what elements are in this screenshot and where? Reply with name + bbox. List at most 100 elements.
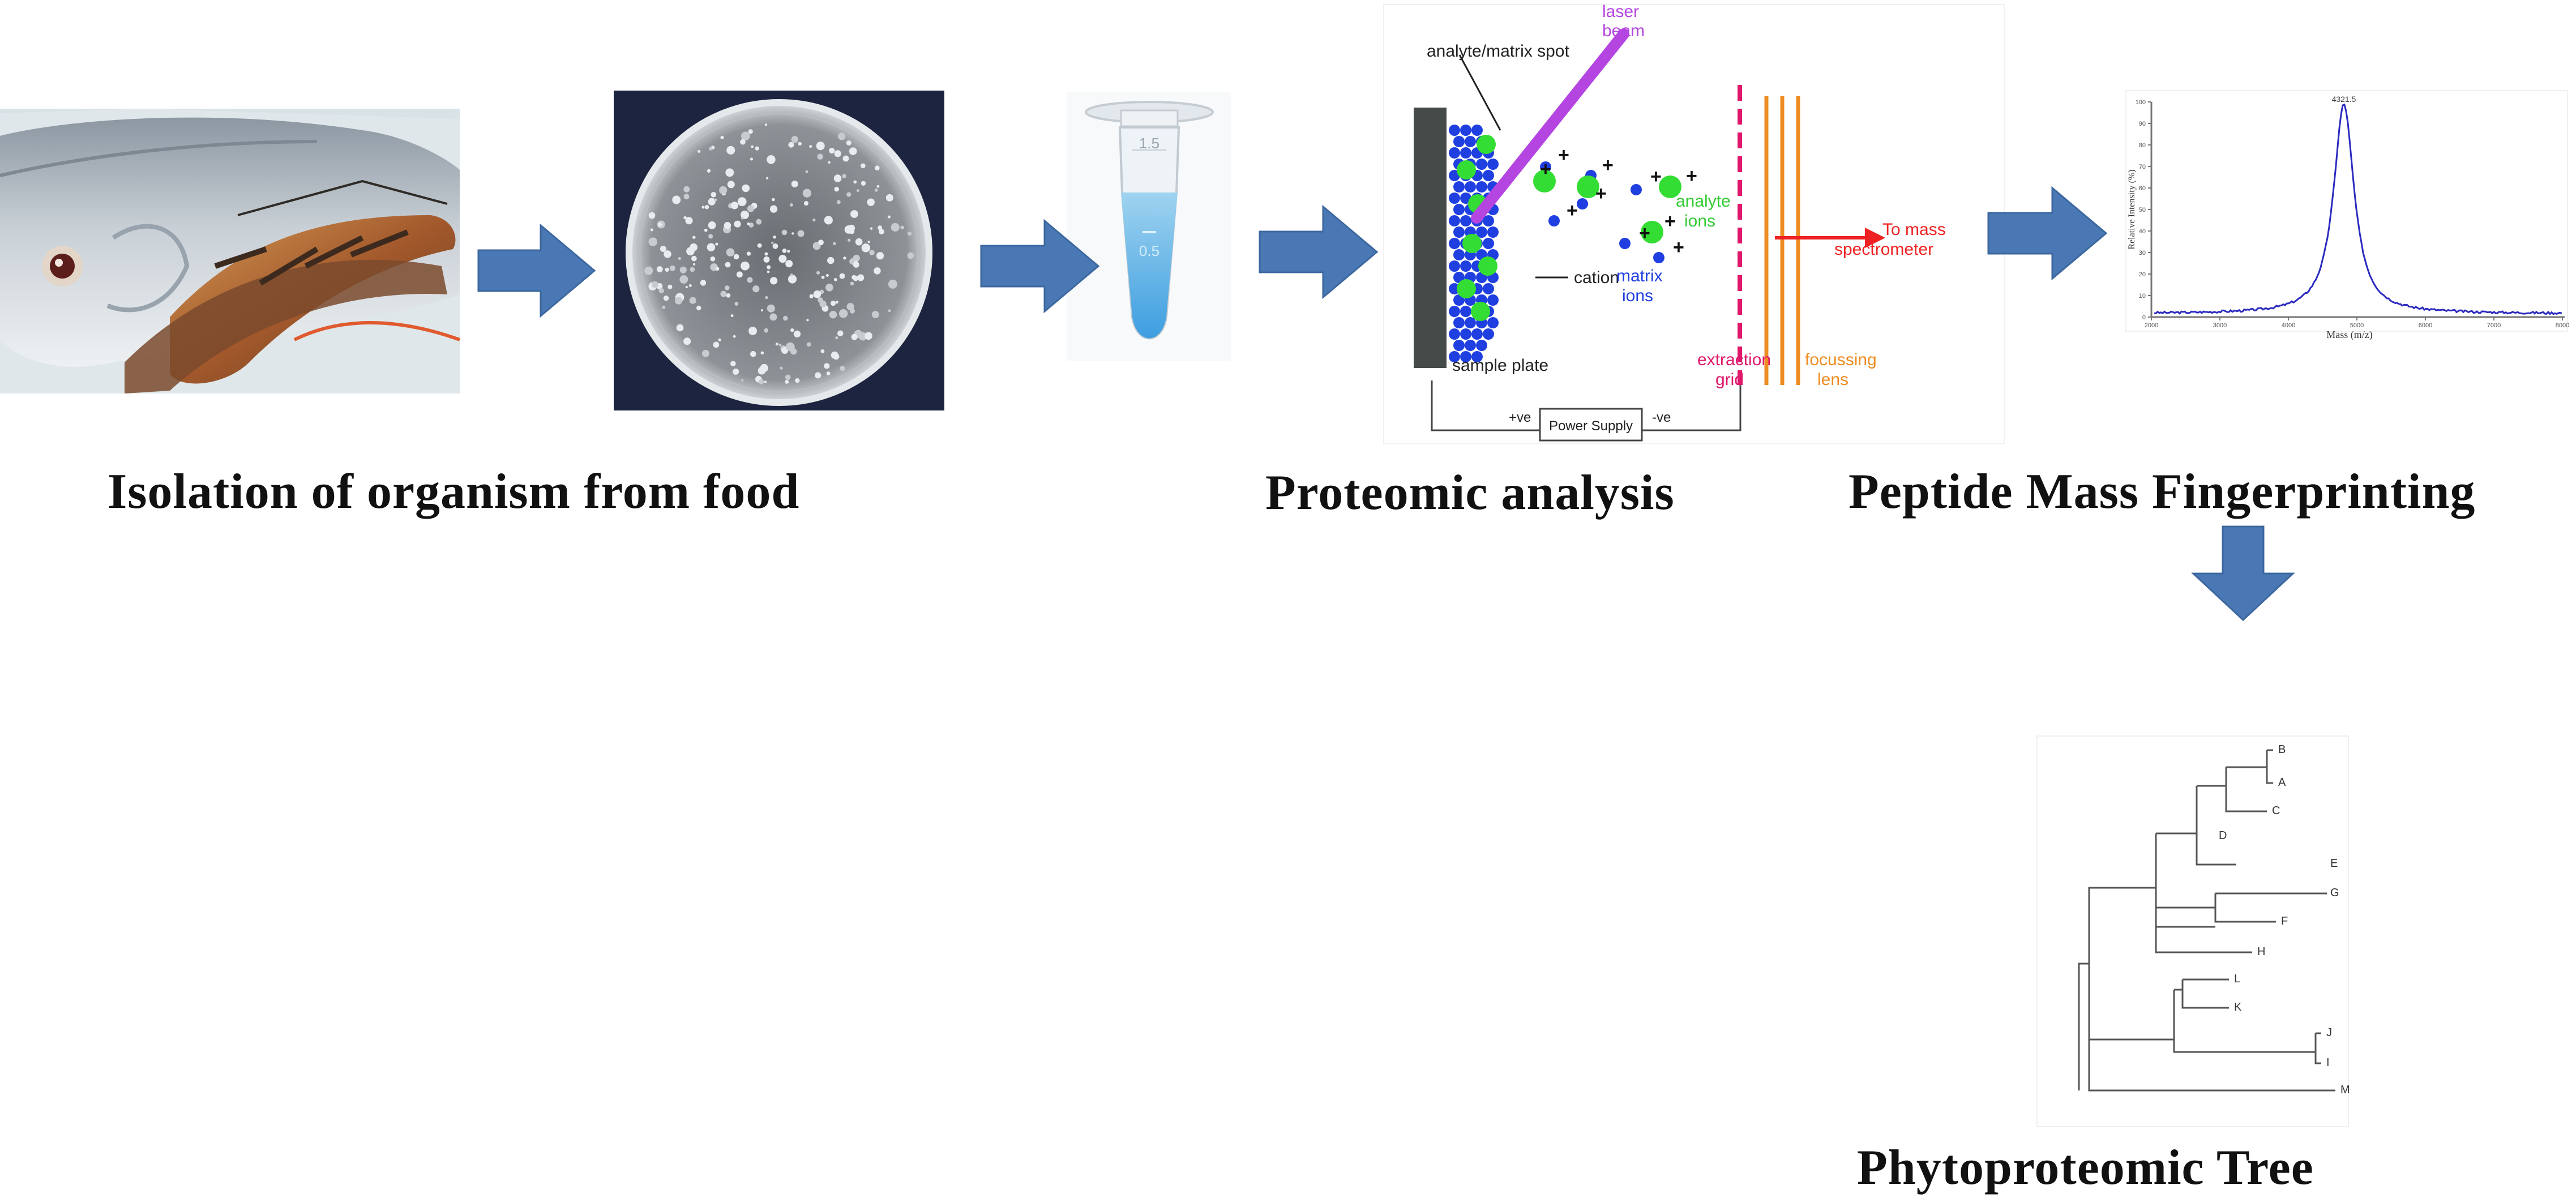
charge-plus-symbol: + — [1686, 165, 1697, 187]
colony — [778, 343, 782, 347]
analyte-ion — [1659, 176, 1681, 198]
label-cation: cation — [1574, 268, 1619, 287]
colony — [830, 301, 836, 306]
colony — [683, 194, 690, 200]
colony — [658, 288, 664, 294]
colony — [683, 337, 691, 345]
colony — [824, 363, 830, 369]
colony — [692, 299, 696, 303]
colony — [678, 256, 682, 260]
colony — [848, 224, 855, 232]
colony — [834, 186, 840, 192]
colony — [775, 343, 778, 346]
colony — [806, 342, 811, 347]
tree-leaf-f: F — [2281, 915, 2288, 927]
analyte-molecule — [1478, 256, 1497, 276]
flow-arrows — [477, 186, 2295, 622]
colony — [676, 324, 684, 332]
colony — [665, 267, 669, 272]
colony — [696, 305, 701, 311]
colony — [876, 185, 880, 188]
matrix-molecule — [1453, 136, 1465, 147]
matrix-ion — [1577, 198, 1588, 209]
x-tick-label: 6000 — [2419, 322, 2432, 329]
colony — [727, 181, 735, 189]
colony — [878, 225, 883, 230]
matrix-molecule — [1476, 159, 1487, 170]
y-tick-label: 10 — [2139, 293, 2146, 300]
colony — [769, 205, 778, 213]
power-supply — [1539, 408, 1643, 442]
colony — [856, 189, 859, 193]
colony — [648, 212, 656, 219]
colony — [751, 145, 754, 148]
tree-leaf-b: B — [2278, 743, 2286, 756]
colony — [833, 242, 836, 246]
colony — [764, 123, 768, 126]
x-tick-label: 3000 — [2213, 322, 2227, 329]
caption-phytoproteomic-tree: Phytoproteomic Tree — [1857, 1140, 2314, 1195]
colony — [907, 252, 914, 259]
colony — [771, 241, 774, 245]
colony — [688, 284, 692, 287]
colony — [660, 245, 666, 252]
colony — [707, 243, 716, 252]
colony — [783, 315, 788, 321]
colony — [683, 216, 687, 220]
colony — [861, 163, 866, 169]
petri-dish — [614, 91, 944, 410]
colony — [675, 297, 683, 305]
colony — [704, 205, 709, 209]
caption-peptide-mass-fingerprinting: Peptide Mass Fingerprinting — [1848, 464, 2476, 519]
colony — [819, 300, 827, 307]
matrix-molecule — [1487, 294, 1499, 306]
tree-leaf-k: K — [2234, 1001, 2242, 1013]
colony — [788, 142, 794, 148]
colony — [831, 351, 838, 359]
colony — [835, 300, 838, 304]
matrix-molecule — [1460, 306, 1471, 317]
colony — [734, 302, 739, 306]
tube-mark-lower: 0.5 — [1139, 242, 1159, 259]
colony — [662, 305, 666, 309]
colony — [672, 195, 681, 204]
microcentrifuge-tube: 1.5 0.5 — [1067, 92, 1231, 361]
colony — [710, 256, 716, 262]
colony — [795, 378, 800, 383]
colony — [825, 273, 829, 277]
colony — [839, 273, 845, 279]
colony — [803, 201, 809, 206]
colony — [730, 314, 734, 318]
x-tick-label: 2000 — [2145, 322, 2158, 329]
matrix-molecule — [1453, 226, 1465, 238]
colony — [767, 270, 770, 273]
colony — [785, 260, 793, 268]
colony — [829, 310, 837, 319]
colony — [701, 206, 705, 209]
matrix-molecule — [1453, 204, 1465, 215]
analyte-molecule — [1471, 302, 1490, 321]
colony — [851, 333, 858, 340]
colony — [848, 238, 851, 242]
matrix-ion — [1619, 238, 1631, 249]
label-negative: -ve — [1652, 410, 1671, 425]
colony — [888, 309, 891, 313]
colony — [741, 217, 744, 220]
colony — [683, 186, 690, 193]
matrix-molecule — [1483, 238, 1494, 249]
flow-arrow-4 — [1987, 186, 2108, 281]
colony — [765, 296, 768, 300]
colony — [833, 277, 837, 281]
label-laser-1: laser — [1602, 2, 1639, 21]
colony — [663, 295, 669, 301]
colony — [806, 319, 809, 322]
x-tick-label: 8000 — [2556, 322, 2569, 329]
colony — [785, 374, 791, 380]
matrix-molecule — [1487, 226, 1499, 238]
colony — [791, 136, 798, 143]
peak-label: 4321.5 — [2332, 95, 2356, 104]
colony — [825, 283, 833, 292]
colony — [861, 181, 866, 186]
